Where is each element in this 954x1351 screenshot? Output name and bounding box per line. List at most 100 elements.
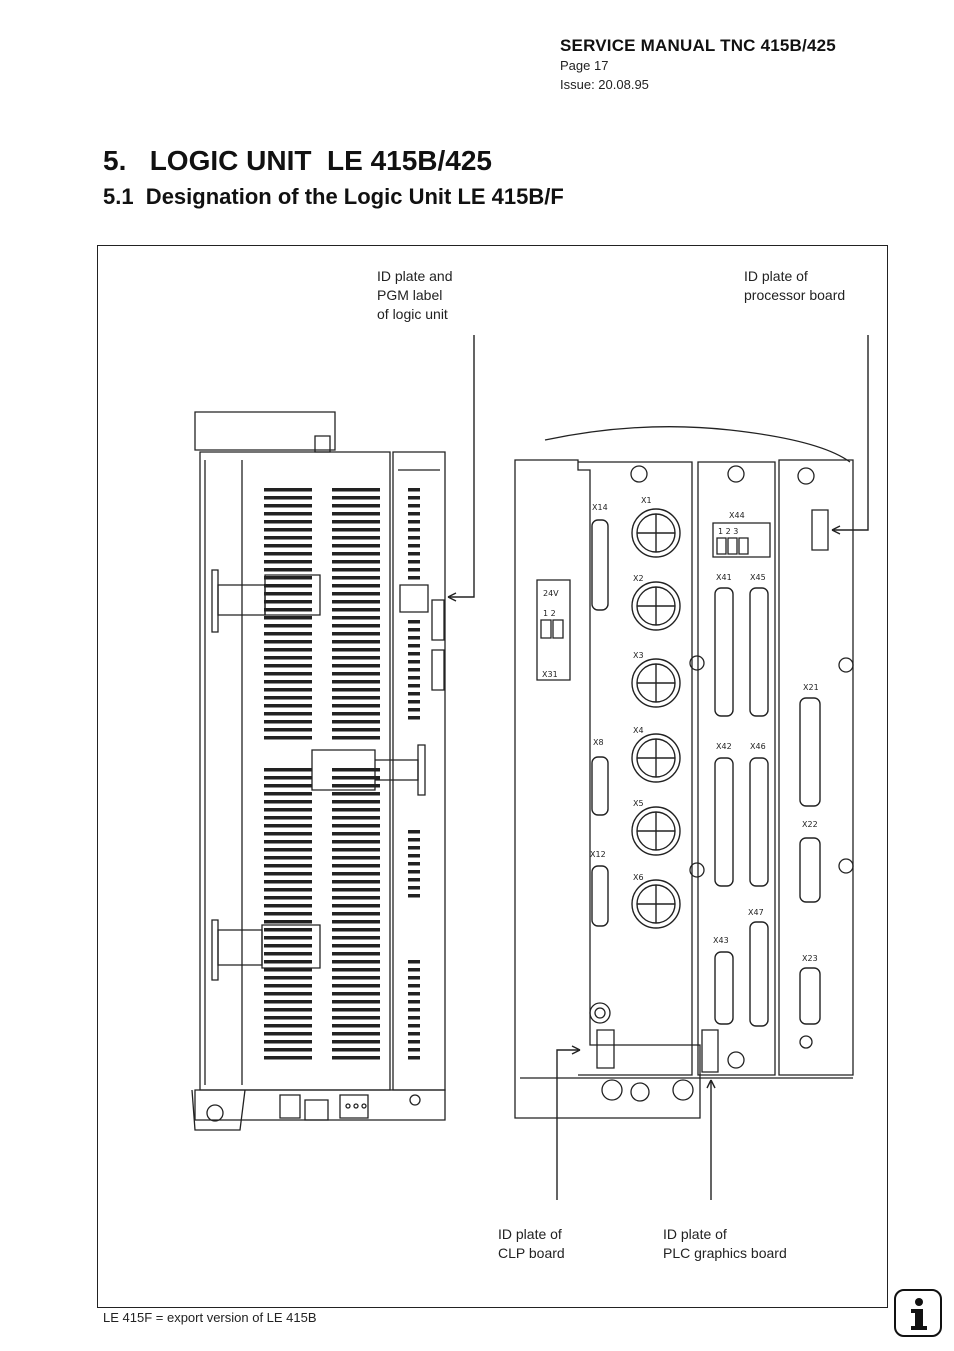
section-subtitle: 5.1 Designation of the Logic Unit LE 415…: [103, 184, 564, 209]
vent-slot: [408, 992, 420, 996]
vent-slot: [264, 624, 312, 628]
vent-slot: [264, 832, 312, 836]
vent-slot: [408, 488, 420, 492]
vent-slot: [264, 856, 312, 860]
label-x44-pins: 1 2 3: [718, 527, 738, 536]
vent-slot: [332, 1016, 380, 1020]
vent-slot: [332, 768, 380, 772]
vent-slot: [264, 896, 312, 900]
vent-slot: [264, 888, 312, 892]
vent-slot: [332, 632, 380, 636]
vent-slot: [332, 808, 380, 812]
vent-slot: [264, 864, 312, 868]
vent-slot: [332, 504, 380, 508]
vent-slot: [264, 712, 312, 716]
vent-slot: [408, 838, 420, 842]
vent-slot: [264, 872, 312, 876]
label-x8: X8: [593, 738, 604, 747]
vent-slot: [408, 560, 420, 564]
dsub-connectors: [591, 519, 821, 1027]
vent-slot: [264, 696, 312, 700]
label-x23: X23: [802, 954, 818, 963]
vent-slot: [408, 568, 420, 572]
vent-slot: [408, 862, 420, 866]
vent-slot: [264, 824, 312, 828]
vent-slot: [408, 652, 420, 656]
label-id-plate-plc-graphics: ID plate of PLC graphics board: [663, 1226, 787, 1261]
label-x14: X14: [592, 503, 608, 512]
vent-slot: [408, 504, 420, 508]
vent-slot: [332, 800, 380, 804]
vent-slot: [332, 600, 380, 604]
vent-slot: [332, 880, 380, 884]
vent-slot: [264, 552, 312, 556]
vent-slot: [332, 624, 380, 628]
section-title: 5. LOGIC UNIT LE 415B/425: [103, 145, 493, 176]
label-x44: X44: [729, 511, 745, 520]
vent-slot: [408, 544, 420, 548]
vent-slot: [264, 528, 312, 532]
vent-slot: [332, 712, 380, 716]
vent-slot: [408, 1048, 420, 1052]
vent-slot: [332, 792, 380, 796]
vent-slot: [408, 870, 420, 874]
vent-slot: [408, 878, 420, 882]
vent-slot: [264, 704, 312, 708]
vent-slot: [332, 984, 380, 988]
page-number: Page 17: [560, 58, 609, 73]
vent-slot: [408, 676, 420, 680]
vent-slot: [332, 736, 380, 740]
vent-slot: [264, 768, 312, 772]
vent-slot: [408, 620, 420, 624]
vent-slot: [332, 1008, 380, 1012]
vent-slot: [264, 600, 312, 604]
vent-slot: [332, 888, 380, 892]
vent-slot: [408, 960, 420, 964]
vent-slot: [408, 1016, 420, 1020]
issue-date: Issue: 20.08.95: [560, 77, 649, 92]
vent-slot: [332, 680, 380, 684]
vent-slot: [264, 904, 312, 908]
label-x1: X1: [641, 496, 652, 505]
vent-slot: [332, 904, 380, 908]
vent-slot: [408, 528, 420, 532]
vent-slot: [408, 894, 420, 898]
vent-slot: [332, 704, 380, 708]
vent-slot: [408, 708, 420, 712]
vent-slot: [332, 648, 380, 652]
label-x42: X42: [716, 742, 732, 751]
vent-slot: [408, 716, 420, 720]
vent-slot: [332, 928, 380, 932]
vent-slot: [332, 776, 380, 780]
vent-slot: [264, 496, 312, 500]
vent-slot: [408, 636, 420, 640]
vent-slot: [332, 1032, 380, 1036]
vent-slot: [408, 512, 420, 516]
leader-lines: [447, 335, 869, 1200]
vent-slot: [408, 1008, 420, 1012]
vent-slot: [332, 1048, 380, 1052]
vent-slot: [408, 830, 420, 834]
vent-slot: [264, 520, 312, 524]
vent-slot: [264, 840, 312, 844]
vent-slot: [332, 520, 380, 524]
vent-slot: [332, 592, 380, 596]
vent-slot: [332, 576, 380, 580]
vent-slot: [332, 944, 380, 948]
vent-slot: [264, 736, 312, 740]
vent-slot: [264, 648, 312, 652]
vent-slot: [264, 960, 312, 964]
vent-slot: [408, 976, 420, 980]
manual-title: SERVICE MANUAL TNC 415B/425: [560, 36, 836, 55]
vent-slot: [408, 700, 420, 704]
vent-slot: [332, 912, 380, 916]
vent-slot: [332, 1040, 380, 1044]
vent-slot: [264, 568, 312, 572]
label-x21: X21: [803, 683, 819, 692]
vent-slot: [332, 848, 380, 852]
vent-slot: [264, 952, 312, 956]
label-x2: X2: [633, 574, 644, 583]
vent-slot: [332, 544, 380, 548]
label-id-plate-logic-unit: ID plate and PGM label of logic unit: [377, 268, 453, 322]
vent-slot: [264, 720, 312, 724]
